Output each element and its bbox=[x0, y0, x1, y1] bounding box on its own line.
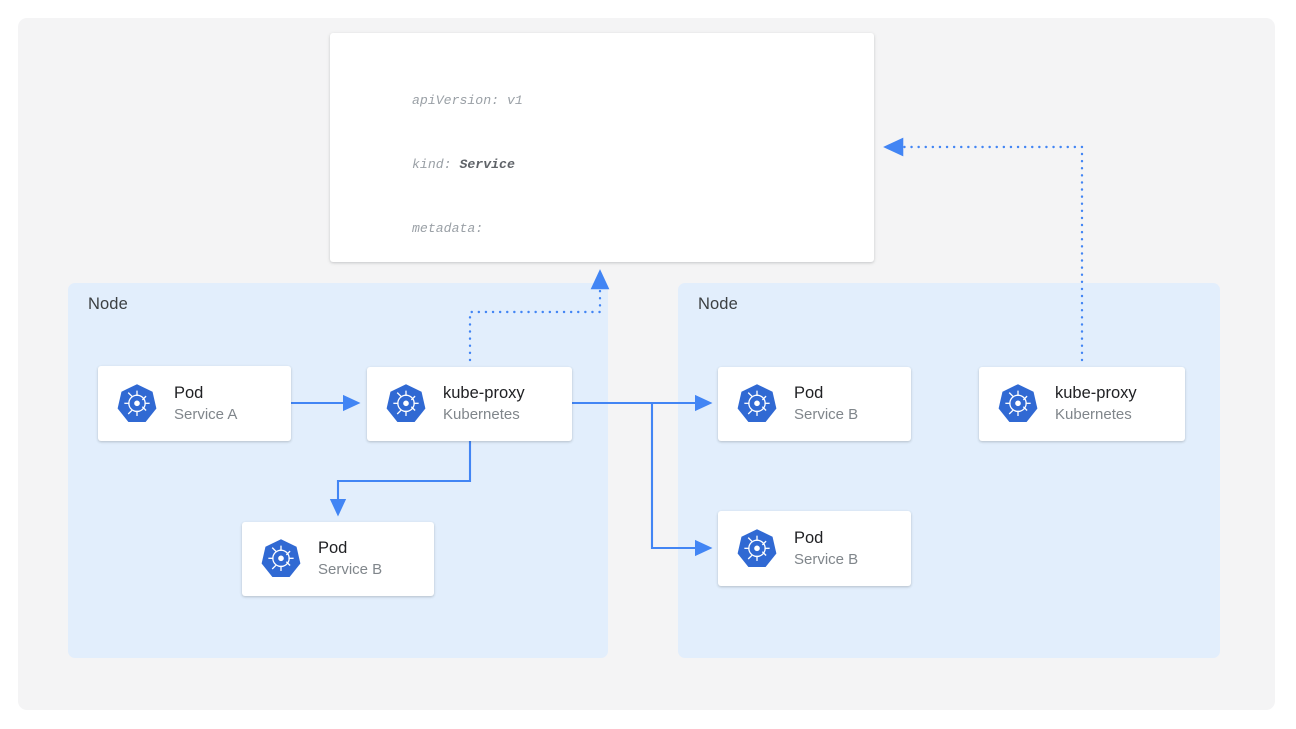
kubernetes-icon bbox=[115, 382, 159, 426]
card-title: Pod bbox=[794, 528, 824, 547]
node-group-right: Node bbox=[678, 283, 1220, 658]
kubernetes-icon bbox=[996, 382, 1040, 426]
card-text: Pod Service B bbox=[794, 528, 858, 569]
card-pod-service-b-right-bottom[interactable]: Pod Service B bbox=[718, 511, 911, 586]
card-title: kube-proxy bbox=[443, 384, 525, 403]
node-label-left: Node bbox=[88, 295, 128, 313]
card-subtitle: Service A bbox=[174, 405, 238, 423]
card-kube-proxy-right[interactable]: kube-proxy Kubernetes bbox=[979, 367, 1185, 441]
card-kube-proxy-left[interactable]: kube-proxy Kubernetes bbox=[367, 367, 572, 441]
yaml-key: kind: bbox=[412, 157, 460, 173]
kubernetes-icon bbox=[735, 527, 779, 571]
card-text: kube-proxy Kubernetes bbox=[443, 383, 525, 424]
node-label-right: Node bbox=[698, 295, 738, 313]
card-title: Pod bbox=[318, 539, 348, 558]
card-text: Pod Service B bbox=[794, 383, 858, 424]
card-title: kube-proxy bbox=[1055, 384, 1137, 403]
card-subtitle: Kubernetes bbox=[443, 406, 520, 424]
service-manifest-card: apiVersion: v1 kind: Service metadata: n… bbox=[330, 33, 874, 262]
yaml-line: apiVersion: v1 bbox=[412, 92, 523, 108]
card-subtitle: Service B bbox=[318, 561, 383, 579]
card-text: Pod Service B bbox=[318, 538, 382, 579]
kubernetes-icon bbox=[735, 382, 779, 426]
yaml-value-bold: Service bbox=[459, 157, 515, 173]
card-pod-service-a[interactable]: Pod Service A bbox=[98, 366, 291, 441]
service-manifest-code: apiVersion: v1 kind: Service metadata: n… bbox=[412, 47, 736, 262]
card-text: kube-proxy Kubernetes bbox=[1055, 383, 1137, 424]
yaml-line: kind: Service bbox=[412, 154, 736, 175]
card-subtitle: Service B bbox=[794, 550, 859, 568]
kubernetes-icon bbox=[384, 382, 428, 426]
card-text: Pod Service A bbox=[174, 383, 237, 424]
kubernetes-icon bbox=[259, 537, 303, 581]
card-pod-service-b-left[interactable]: Pod Service B bbox=[242, 522, 434, 596]
card-subtitle: Kubernetes bbox=[1055, 406, 1132, 424]
card-title: Pod bbox=[794, 384, 824, 403]
yaml-line: metadata: bbox=[412, 221, 484, 237]
card-pod-service-b-right-top[interactable]: Pod Service B bbox=[718, 367, 911, 441]
node-group-left: Node bbox=[68, 283, 608, 658]
card-subtitle: Service B bbox=[794, 406, 859, 424]
card-title: Pod bbox=[174, 383, 204, 402]
